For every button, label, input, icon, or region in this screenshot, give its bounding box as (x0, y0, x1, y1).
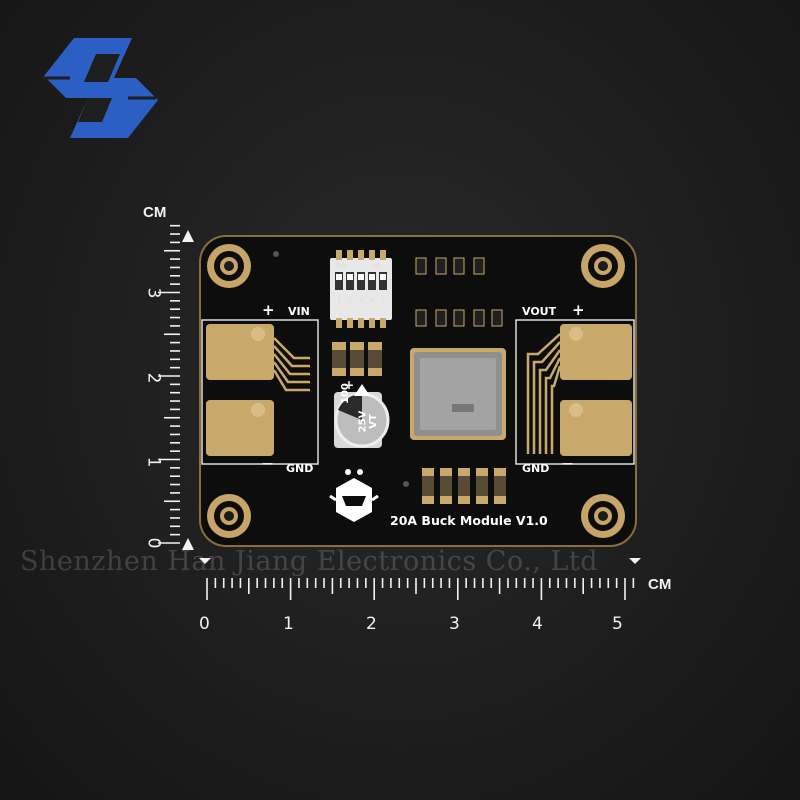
vout-label: VOUT (522, 305, 557, 318)
cap-text-3: VT (367, 414, 379, 429)
gnd-label-right: GND (522, 462, 550, 475)
vout-outline (515, 319, 635, 465)
dip-on-label: ON (336, 262, 347, 270)
cap-plus-symbol: + (344, 378, 355, 392)
pcb-board (199, 235, 637, 547)
dip-ke-label: KE (372, 262, 382, 270)
cap-text-1: 100 (340, 383, 351, 404)
dip-number-1: 1 (337, 296, 342, 304)
vin-traces (272, 337, 310, 392)
vout-traces (526, 333, 562, 454)
mounting-hole-br (581, 494, 625, 538)
gnd-minus-symbol-left: — (262, 457, 273, 470)
hruler-label-5: 5 (612, 614, 623, 634)
ruler-marker-right (629, 558, 641, 564)
ruler-marker-bottom (182, 538, 194, 550)
vruler-label-1: 1 (143, 456, 164, 468)
vruler-label-2: 2 (143, 372, 164, 384)
hruler-label-3: 3 (449, 614, 460, 634)
hruler-label-1: 1 (283, 614, 294, 634)
vertical-ruler (158, 224, 194, 550)
vertical-ruler-unit: CM (143, 204, 167, 221)
dip-number-5: 5 (381, 296, 386, 304)
vin-plus-symbol: + (262, 301, 275, 319)
watermark-text: Shenzhen Han Jiang Electronics Co., Ltd (20, 546, 599, 577)
robot-logo-icon (329, 469, 379, 522)
ruler-marker-top (182, 230, 194, 242)
board-name-label: 20A Buck Module V1.0 (390, 513, 548, 528)
dip-number-2: 2 (348, 296, 353, 304)
vin-label: VIN (288, 305, 310, 318)
hruler-label-2: 2 (366, 614, 377, 634)
cap-text-2: 25V (357, 410, 369, 433)
horizontal-ruler-unit: CM (648, 576, 672, 593)
horizontal-ruler (199, 558, 641, 600)
smd-resistor-row (422, 468, 506, 504)
dip-number-3: 3 (359, 296, 364, 304)
hruler-label-4: 4 (532, 614, 543, 634)
vruler-label-3: 3 (143, 287, 164, 299)
vout-plus-symbol: + (572, 301, 585, 319)
hl-logo-icon (42, 38, 158, 138)
vin-outline (201, 319, 319, 465)
smd-capacitor-row (332, 342, 382, 376)
mounting-hole-tl (207, 244, 251, 288)
mounting-hole-tr (581, 244, 625, 288)
ruler-marker-left (199, 558, 211, 564)
dip-number-4: 4 (370, 296, 375, 304)
gnd-label-left: GND (286, 462, 314, 475)
mounting-hole-bl (207, 494, 251, 538)
electrolytic-capacitor (334, 384, 390, 448)
hruler-label-0: 0 (199, 614, 210, 634)
gnd-minus-symbol-right: — (562, 457, 573, 470)
